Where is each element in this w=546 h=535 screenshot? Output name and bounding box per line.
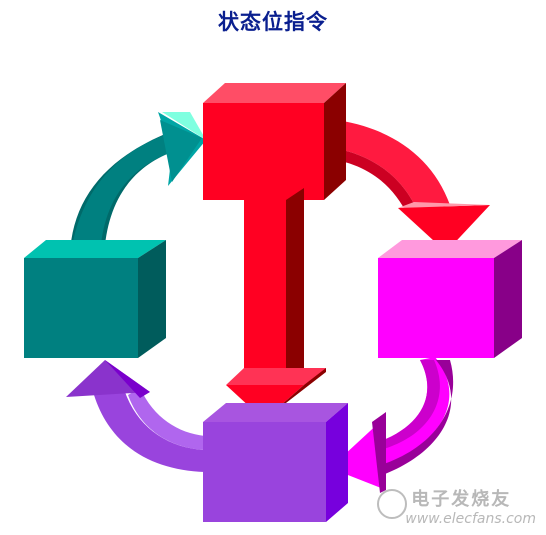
arrow-violet-to-teal	[66, 360, 205, 472]
watermark-url: www.elecfans.com	[405, 511, 536, 527]
violet-cube	[203, 403, 348, 522]
magenta-cube	[378, 240, 522, 358]
watermark-text: 电子发烧友	[411, 489, 512, 510]
arrow-magenta-to-violet	[330, 357, 454, 493]
elecfans-logo-icon	[377, 489, 408, 519]
arrow-teal-to-red	[70, 112, 206, 258]
arrow-red-down	[226, 188, 326, 420]
red-cube	[203, 83, 346, 200]
diagram-title: 状态位指令	[218, 10, 328, 34]
watermark: 电子发烧友 www.elecfans.com	[377, 485, 536, 527]
teal-cube	[24, 240, 166, 358]
